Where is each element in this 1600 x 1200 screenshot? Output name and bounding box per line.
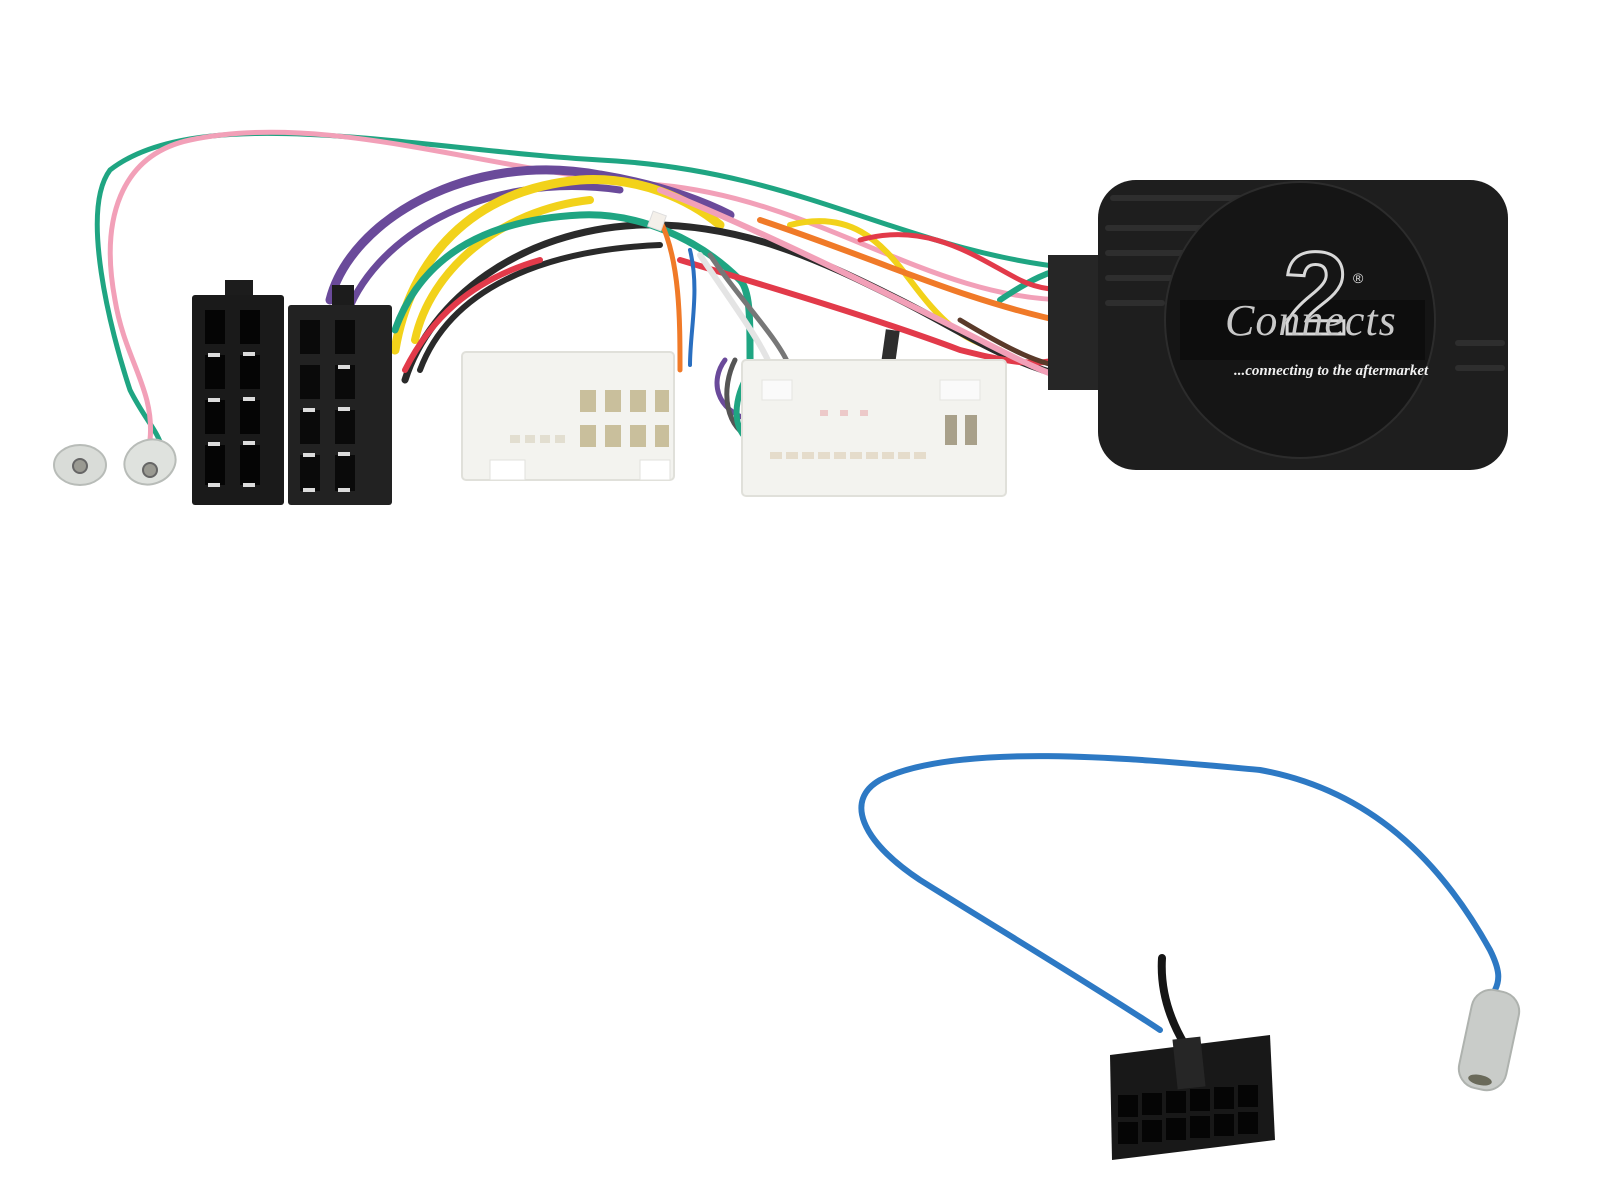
antenna-bullet-terminals xyxy=(53,438,177,486)
vehicle-connector-small xyxy=(461,351,675,481)
patch-lead-jack xyxy=(1457,988,1521,1092)
iso-connector-speaker xyxy=(288,285,392,505)
interface-module xyxy=(1048,180,1508,470)
patch-lead-12pin-connector xyxy=(1110,1035,1275,1160)
patch-lead xyxy=(858,753,1502,1049)
vehicle-connector-large xyxy=(741,359,1007,497)
iso-connector-power xyxy=(192,280,284,505)
